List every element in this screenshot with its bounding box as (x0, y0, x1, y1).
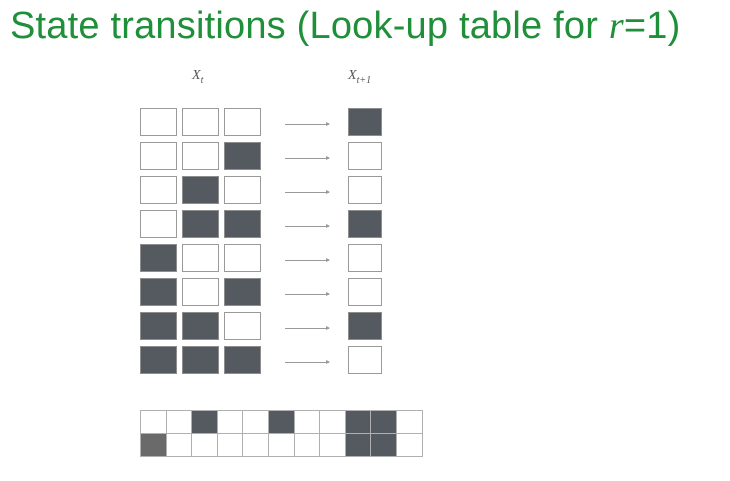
header-next-state: Xt+1 (348, 68, 372, 86)
rule-7-cell-2 (224, 346, 261, 374)
rule-0-cell-0 (140, 108, 177, 136)
rule-0-result (348, 108, 382, 136)
grid-row-0-cell-6 (294, 411, 321, 434)
grid-row-1-cell-9 (371, 434, 397, 457)
rule-1-result (348, 142, 382, 170)
rule-3-arrow-icon (285, 224, 330, 228)
rule-5-result (348, 278, 382, 306)
rule-4-result (348, 244, 382, 272)
rule-5-cell-1 (182, 278, 219, 306)
rule-2-arrow-icon (285, 190, 330, 194)
grid-row-1-cell-3 (217, 434, 244, 457)
grid-row-1-cell-5 (268, 434, 295, 457)
rule-6-cell-1 (182, 312, 219, 340)
example-grid (140, 410, 423, 457)
rule-5-cell-2 (224, 278, 261, 306)
rule-4-arrow-icon (285, 258, 330, 262)
grid-row-1-cell-1 (166, 434, 193, 457)
rule-7-cell-1 (182, 346, 219, 374)
rule-2-cell-1 (182, 176, 219, 204)
rule-0-cell-1 (182, 108, 219, 136)
grid-row-0-cell-9 (371, 411, 397, 434)
grid-row-0-cell-5 (268, 411, 295, 434)
rule-0-arrow-icon (285, 122, 330, 126)
rule-2-cell-2 (224, 176, 261, 204)
rule-7-result (348, 346, 382, 374)
grid-row-0-cell-1 (166, 411, 193, 434)
rule-5-cell-0 (140, 278, 177, 306)
grid-row-1-cell-4 (243, 434, 269, 457)
rule-1-cell-0 (140, 142, 177, 170)
header-current-state: Xt (192, 68, 204, 86)
slide-title: State transitions (Look-up table for r=1… (10, 4, 680, 48)
rule-2-cell-0 (140, 176, 177, 204)
grid-row-0-cell-8 (345, 411, 372, 434)
rule-1-cell-2 (224, 142, 261, 170)
grid-row-0-cell-2 (192, 411, 218, 434)
rule-4-cell-1 (182, 244, 219, 272)
rule-1-cell-1 (182, 142, 219, 170)
rule-1-arrow-icon (285, 156, 330, 160)
grid-row-0-cell-10 (396, 411, 423, 434)
rule-4-cell-2 (224, 244, 261, 272)
rule-3-result (348, 210, 382, 238)
grid-row-0-cell-4 (243, 411, 269, 434)
grid-row-1-cell-2 (192, 434, 218, 457)
rule-3-cell-0 (140, 210, 177, 238)
rule-6-cell-0 (140, 312, 177, 340)
grid-row-1-cell-7 (320, 434, 346, 457)
grid-row-0-cell-7 (320, 411, 346, 434)
grid-row-1-cell-10 (396, 434, 423, 457)
grid-row-1-cell-8 (345, 434, 372, 457)
rule-4-cell-0 (140, 244, 177, 272)
title-prefix: State transitions (Look-up table for (10, 5, 609, 47)
rule-3-cell-1 (182, 210, 219, 238)
grid-row-1-cell-0 (141, 434, 167, 457)
grid-row-0-cell-0 (141, 411, 167, 434)
title-suffix: =1) (623, 5, 681, 47)
rule-6-arrow-icon (285, 326, 330, 330)
rule-3-cell-2 (224, 210, 261, 238)
rule-6-cell-2 (224, 312, 261, 340)
rule-6-result (348, 312, 382, 340)
rule-5-arrow-icon (285, 292, 330, 296)
rule-0-cell-2 (224, 108, 261, 136)
rule-7-cell-0 (140, 346, 177, 374)
rule-2-result (348, 176, 382, 204)
grid-row-1-cell-6 (294, 434, 321, 457)
title-variable: r (608, 5, 624, 47)
rule-7-arrow-icon (285, 360, 330, 364)
grid-row-0-cell-3 (217, 411, 244, 434)
